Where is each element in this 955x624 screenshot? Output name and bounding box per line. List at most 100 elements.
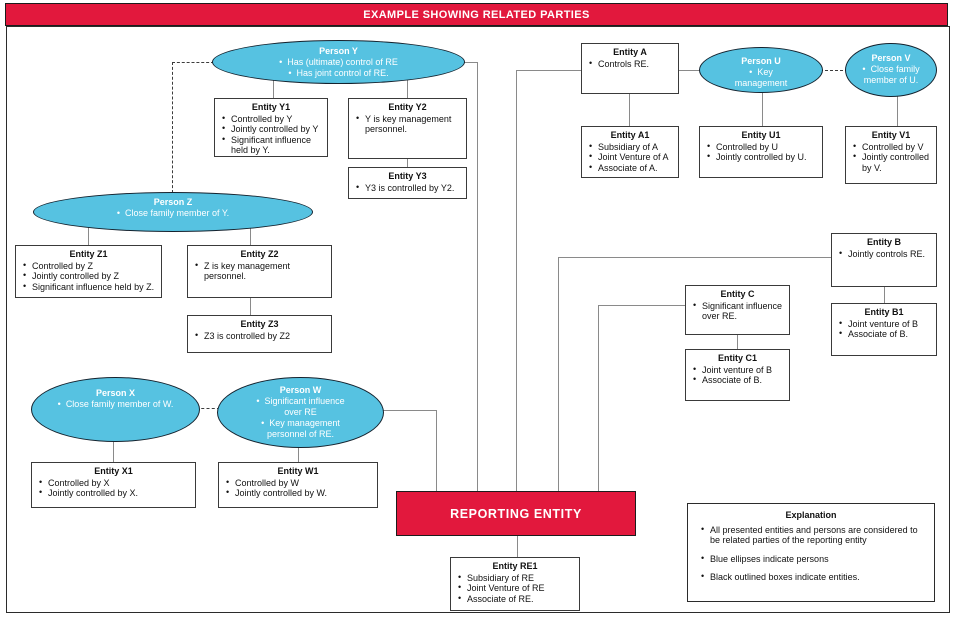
connector bbox=[477, 62, 479, 492]
person-name: Person Z bbox=[153, 197, 193, 207]
connector bbox=[517, 536, 519, 557]
connector bbox=[378, 410, 437, 412]
connector bbox=[88, 222, 90, 245]
dashed-connector bbox=[196, 408, 220, 409]
bullet: Significant influence over RE. bbox=[693, 300, 786, 322]
entity-x1-box: Entity X1 Controlled by X Jointly contro… bbox=[31, 462, 196, 508]
entity-u1-box: Entity U1 Controlled by U Jointly contro… bbox=[699, 126, 823, 178]
person-name: Person V bbox=[871, 53, 911, 63]
entity-bullets: Y3 is controlled by Y2. bbox=[349, 182, 466, 194]
bullet: Jointly controlled by W. bbox=[226, 487, 374, 499]
diagram-frame bbox=[6, 26, 950, 613]
entity-title: Entity B1 bbox=[864, 307, 904, 317]
bullet: Jointly controlled by Z bbox=[23, 270, 158, 282]
person-name: Person W bbox=[279, 385, 322, 395]
person-z-ellipse: Person Z Close family member of Y. bbox=[33, 192, 313, 232]
entity-w1-box: Entity W1 Controlled by W Jointly contro… bbox=[218, 462, 378, 508]
connector bbox=[462, 62, 478, 64]
entity-y3-box: Entity Y3 Y3 is controlled by Y2. bbox=[348, 167, 467, 199]
person-bullet: Key management personnel of RE. bbox=[251, 418, 350, 440]
entity-bullets: Controlled by Z Jointly controlled by Z … bbox=[16, 260, 161, 293]
bullet: Joint Venture of RE bbox=[458, 582, 576, 594]
reporting-entity-box: REPORTING ENTITY bbox=[396, 491, 636, 536]
connector bbox=[737, 335, 739, 349]
bullet: Associate of B. bbox=[693, 374, 786, 386]
connector bbox=[679, 70, 705, 72]
bullet: Y is key management personnel. bbox=[356, 113, 463, 135]
bullet: Jointly controlled by Y bbox=[222, 123, 324, 135]
bullet: Controlled by U bbox=[707, 141, 819, 153]
bullet: Jointly controlled by U. bbox=[707, 151, 819, 163]
person-bullet: Has (ultimate) control of RE bbox=[238, 57, 439, 68]
connector bbox=[250, 298, 252, 315]
entity-bullets: Controlled by U Jointly controlled by U. bbox=[700, 141, 822, 163]
person-u-ellipse: Person U Key management bbox=[699, 47, 823, 93]
entity-bullets: Z is key management personnel. bbox=[188, 260, 331, 282]
entity-c-box: Entity C Significant influence over RE. bbox=[685, 285, 790, 335]
entity-a-box: Entity A Controls RE. bbox=[581, 43, 679, 94]
person-bullet: Close family member of U. bbox=[859, 64, 923, 86]
bullet: Controlled by W bbox=[226, 477, 374, 489]
person-bullet: Close family member of Y. bbox=[54, 208, 292, 219]
entity-y1-box: Entity Y1 Controlled by Y Jointly contro… bbox=[214, 98, 328, 157]
dashed-connector bbox=[172, 62, 214, 63]
entity-bullets: Y is key management personnel. bbox=[349, 113, 466, 135]
bullet: Associate of B. bbox=[839, 328, 933, 340]
connector bbox=[516, 70, 518, 492]
bullet: Blue ellipses indicate persons bbox=[701, 553, 926, 565]
entity-a1-box: Entity A1 Subsidiary of A Joint Venture … bbox=[581, 126, 679, 178]
connector bbox=[629, 94, 631, 126]
bullet: Controlled by Z bbox=[23, 260, 158, 272]
entity-z2-box: Entity Z2 Z is key management personnel. bbox=[187, 245, 332, 298]
connector bbox=[407, 159, 409, 168]
title-bar: EXAMPLE SHOWING RELATED PARTIES bbox=[5, 3, 948, 26]
person-w-ellipse: Person W Significant influence over RE K… bbox=[217, 377, 384, 448]
bullet: Controlled by V bbox=[853, 141, 933, 153]
entity-re1-box: Entity RE1 Subsidiary of RE Joint Ventur… bbox=[450, 557, 580, 611]
bullet: Controlled by Y bbox=[222, 113, 324, 125]
entity-y2-box: Entity Y2 Y is key management personnel. bbox=[348, 98, 467, 159]
bullet: Black outlined boxes indicate entities. bbox=[701, 571, 926, 583]
entity-c1-box: Entity C1 Joint venture of B Associate o… bbox=[685, 349, 790, 401]
entity-bullets: Joint venture of B Associate of B. bbox=[832, 318, 936, 340]
entity-z1-box: Entity Z1 Controlled by Z Jointly contro… bbox=[15, 245, 162, 298]
bullet: Joint venture of B bbox=[693, 364, 786, 376]
bullet: Jointly controlled by X. bbox=[39, 487, 192, 499]
person-bullet: Significant influence over RE bbox=[251, 396, 350, 418]
person-v-ellipse: Person V Close family member of U. bbox=[845, 43, 937, 97]
entity-title: Entity Z3 bbox=[240, 319, 279, 329]
bullet: Joint Venture of A bbox=[589, 151, 675, 163]
entity-title: Entity W1 bbox=[277, 466, 319, 476]
entity-z3-box: Entity Z3 Z3 is controlled by Z2 bbox=[187, 315, 332, 353]
connector bbox=[113, 435, 115, 462]
entity-v1-box: Entity V1 Controlled by V Jointly contro… bbox=[845, 126, 937, 184]
connector bbox=[762, 88, 764, 126]
bullet: Z3 is controlled by Z2 bbox=[195, 330, 328, 342]
connector bbox=[436, 410, 438, 492]
entity-title: Entity A1 bbox=[610, 130, 650, 140]
entity-title: Entity Y2 bbox=[388, 102, 427, 112]
bullet: Z is key management personnel. bbox=[195, 260, 328, 282]
connector bbox=[884, 287, 886, 303]
bullet: Subsidiary of RE bbox=[458, 572, 576, 584]
connector bbox=[598, 305, 600, 492]
entity-title: Entity X1 bbox=[94, 466, 133, 476]
entity-title: Entity C1 bbox=[717, 353, 757, 363]
entity-bullets: Controls RE. bbox=[582, 58, 678, 70]
connector bbox=[558, 257, 560, 492]
dashed-connector bbox=[172, 62, 173, 193]
connector bbox=[598, 305, 685, 307]
entity-bullets: Controlled by W Jointly controlled by W. bbox=[219, 477, 377, 499]
connector bbox=[250, 224, 252, 245]
explanation-bullets: All presented entities and persons are c… bbox=[688, 524, 934, 583]
entity-title: Entity V1 bbox=[871, 130, 911, 140]
entity-bullets: Z3 is controlled by Z2 bbox=[188, 330, 331, 342]
person-bullet: Key management bbox=[730, 67, 792, 89]
person-y-ellipse: Person Y Has (ultimate) control of RE Ha… bbox=[212, 40, 465, 84]
entity-bullets: Subsidiary of RE Joint Venture of RE Ass… bbox=[451, 572, 579, 605]
dashed-connector bbox=[820, 70, 848, 71]
connector bbox=[897, 92, 899, 126]
bullet: Controlled by X bbox=[39, 477, 192, 489]
person-bullet: Close family member of W. bbox=[50, 399, 181, 410]
